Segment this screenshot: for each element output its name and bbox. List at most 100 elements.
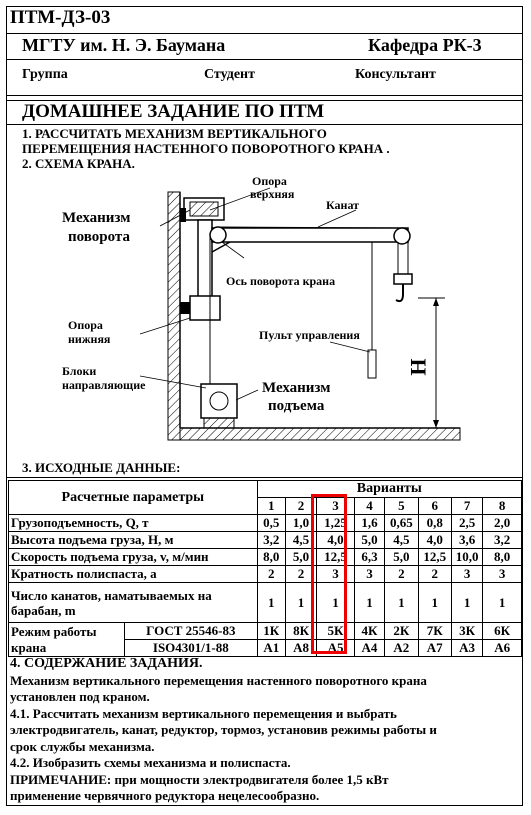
crane-jib	[211, 227, 409, 243]
variant-number: 7	[450, 497, 484, 515]
row-label: Грузоподъемность, Q, т	[8, 514, 258, 532]
label-mech-rotation: Механизм	[62, 210, 131, 226]
variant-number: 5	[384, 497, 419, 515]
cell: 8,0	[482, 548, 522, 566]
note-label: ПРИМЕЧАНИЕ:	[10, 771, 112, 787]
label-mech-lift: Механизм	[262, 380, 331, 396]
cell: 2,5	[450, 514, 484, 532]
crane-diagram	[139, 187, 461, 441]
cell: 1	[353, 582, 386, 623]
university-name: МГТУ им. Н. Э. Баумана	[22, 35, 226, 55]
top-support-bracket	[180, 208, 186, 222]
rotation-gear	[189, 201, 219, 217]
section4-text: Механизм вертикального перемещения насте…	[10, 672, 427, 688]
row-label: Скорость подъема груза, v, м/мин	[8, 548, 258, 566]
cell: 12,5	[417, 548, 452, 566]
divider	[6, 100, 523, 101]
section4: 4. СОДЕРЖАНИЕ ЗАДАНИЯ. Механизм вертикал…	[10, 656, 518, 805]
cell: А1	[256, 639, 286, 657]
row-label: Высота подъема груза, Н, м	[8, 531, 258, 549]
department-name: Кафедра РК-3	[368, 35, 482, 55]
bottom-support	[189, 295, 221, 321]
leader-rope	[317, 209, 357, 228]
cell: 2	[384, 565, 419, 583]
label-axis: Ось поворота крана	[226, 274, 336, 288]
cell: 3,6	[450, 531, 484, 549]
label-control: Пульт управления	[259, 328, 360, 342]
table-header-row: Расчетные параметры Варианты	[8, 480, 523, 515]
leader-blocks	[139, 375, 207, 389]
label-rope: Канат	[326, 198, 360, 212]
cell: А3	[450, 639, 484, 657]
cell: 1	[450, 582, 484, 623]
table-row: Число канатов, наматываемых на барабан, …	[8, 582, 522, 623]
page-title: ДОМАШНЕЕ ЗАДАНИЕ ПО ПТМ	[22, 101, 325, 122]
cell: 5,0	[353, 531, 386, 549]
source-data-table: Расчетные параметры Варианты 1 2 3 4 5 6…	[8, 480, 523, 657]
label-mech-lift-2: подъема	[268, 398, 325, 414]
cell: А2	[384, 639, 419, 657]
section2-title: 2. СХЕМА КРАНА.	[22, 156, 135, 171]
section1-line1: 1. РАССЧИТАТЬ МЕХАНИЗМ ВЕРТИКАЛЬНОГО	[22, 126, 327, 141]
dim-arrow-top	[433, 298, 439, 306]
section4-title: 4. СОДЕРЖАНИЕ ЗАДАНИЯ.	[10, 656, 203, 671]
gost-label: ГОСТ 25546-83	[123, 622, 258, 640]
variant-number: 6	[417, 497, 452, 515]
cell: 0,65	[384, 514, 419, 532]
table-row: Скорость подъема груза, v, м/мин 8,0 5,0…	[8, 548, 522, 566]
cell: 2	[417, 565, 452, 583]
rope-jib	[217, 226, 403, 229]
cell: 6,3	[353, 548, 386, 566]
leader-support-top	[209, 187, 271, 211]
top-sheave	[209, 226, 227, 244]
cell: 4К	[353, 622, 386, 640]
cell: 4,0	[417, 531, 452, 549]
cell: 1	[316, 582, 355, 623]
table-row: Грузоподъемность, Q, т 0,5 1,0 1,25 1,6 …	[8, 514, 522, 532]
cell: 8,0	[256, 548, 286, 566]
control-pendant	[367, 349, 377, 379]
cell: 3,2	[482, 531, 522, 549]
cell: 3,2	[256, 531, 286, 549]
label-support-bottom-2: нижняя	[68, 332, 111, 346]
cell: 6К	[482, 622, 522, 640]
row-label-line: барабан, m	[11, 602, 76, 618]
label-support-top-2: верхняя	[250, 187, 295, 201]
cell: 7К	[417, 622, 452, 640]
wall-hatch	[167, 191, 181, 441]
leader-axis	[221, 241, 245, 259]
document-frame	[6, 6, 523, 806]
variant-number: 4	[353, 497, 386, 515]
table-row-gost: Режим работы крана ГОСТ 25546-83 1К 8К 5…	[8, 622, 522, 657]
divider	[6, 124, 523, 125]
doc-code: ПТМ-ДЗ-03	[10, 7, 111, 28]
label-blocks-2: направляющие	[62, 378, 146, 392]
note-text: при мощности электродвигателя более 1,5 …	[111, 771, 389, 787]
section4-text: 4.1. Рассчитать механизм вертикального п…	[10, 705, 397, 721]
section3-title: 3. ИСХОДНЫЕ ДАННЫЕ:	[22, 460, 181, 475]
cell: 2,0	[482, 514, 522, 532]
label-mech-rotation-2: поворота	[68, 229, 130, 245]
variant-number: 1	[256, 497, 286, 515]
label-blocks: Блоки	[62, 364, 97, 378]
cell: 5,0	[284, 548, 318, 566]
label-support-bottom: Опора	[68, 318, 103, 332]
cell: А8	[284, 639, 318, 657]
row-label-line: Число канатов, наматываемых на	[11, 587, 212, 603]
section1-line2: ПЕРЕМЕЩЕНИЯ НАСТЕННОГО ПОВОРОТНОГО КРАНА…	[22, 141, 390, 156]
hook-block	[393, 273, 413, 285]
section4-text: срок службы механизма.	[10, 738, 155, 754]
variants-header: Варианты	[256, 480, 523, 498]
group-label: Группа	[22, 67, 68, 82]
cell: А4	[353, 639, 386, 657]
lift-drum	[209, 391, 229, 411]
leader-support-bottom	[139, 317, 191, 335]
row-label: Число канатов, наматываемых на барабан, …	[8, 582, 258, 623]
section4-text: электродвигатель, канат, редуктор, тормо…	[10, 722, 437, 737]
table-row-iso: ISO4301/1-88 А1 А8 А5 А4 А2 А7 А3 А6	[9, 639, 522, 657]
cell: 3	[450, 565, 484, 583]
floor-hatch	[179, 427, 461, 441]
cell: 0,5	[256, 514, 286, 532]
row-label: Кратность полиспаста, а	[8, 565, 258, 583]
cell: 1	[482, 582, 522, 623]
